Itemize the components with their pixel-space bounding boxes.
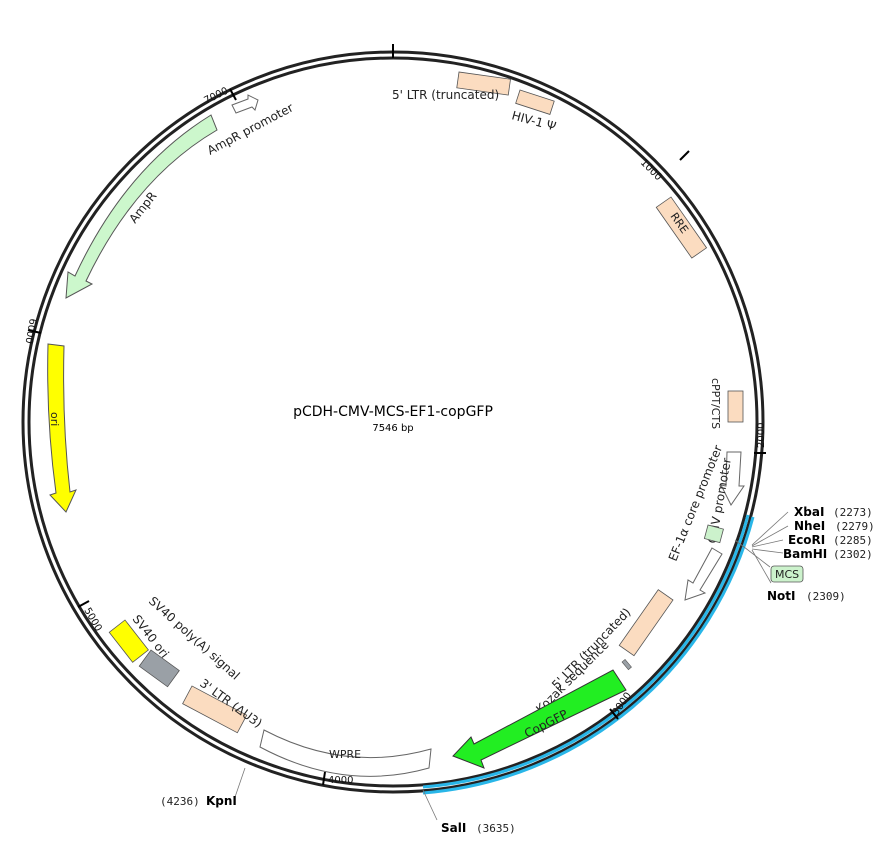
ef1a-promoter-arrow [684, 547, 723, 601]
wpre-feature [259, 729, 432, 777]
tick-6000 [27, 329, 42, 334]
ampr-arrow [65, 114, 218, 299]
restriction-site-sali: SalI (3635) [441, 821, 516, 835]
ampr-promoter-arrow [231, 94, 259, 114]
svg-text:KpnI: KpnI [206, 794, 237, 808]
tick-5000 [77, 600, 90, 608]
ltr5-truncated-top-label: 5' LTR (truncated) [392, 88, 499, 102]
svg-text:(2285): (2285) [833, 534, 873, 547]
svg-text:(2273): (2273) [833, 506, 873, 519]
ltr5-truncated-bottom-feature [618, 589, 674, 657]
tick-4000 [322, 771, 326, 786]
svg-text:(2302): (2302) [833, 548, 873, 561]
restriction-site-nhei: NheI (2279) [794, 519, 875, 533]
ori-arrow [47, 343, 77, 513]
cmv-promoter-arrow [720, 451, 745, 506]
mcs-label: MCS [775, 568, 799, 581]
ltr5-truncated-top-feature [456, 71, 511, 96]
svg-text:SalI: SalI [441, 821, 466, 835]
svg-text:EcoRI: EcoRI [788, 533, 825, 547]
insert-highlight-arc-outer [422, 516, 755, 795]
hiv1-psi-feature [515, 89, 555, 115]
svg-text:NheI: NheI [794, 519, 825, 533]
tick-3000 [609, 708, 619, 720]
plasmid-size: 7546 bp [372, 423, 413, 434]
plasmid-name: pCDH-CMV-MCS-EF1-copGFP [293, 404, 493, 420]
tick-label-4000: 4000 [328, 775, 353, 786]
svg-text:(3635): (3635) [476, 822, 516, 835]
ltr3-feature [182, 685, 248, 734]
copgfp-arrow [452, 669, 627, 769]
svg-text:(2309): (2309) [806, 590, 846, 603]
restriction-site-noti: NotI (2309) [767, 589, 846, 603]
tick-7000 [229, 88, 237, 101]
mcs-feature-box [703, 524, 724, 544]
insert-highlight-arc-inner [422, 514, 750, 789]
wpre-label: WPRE [329, 748, 361, 761]
cppt-cts-label: cPPT/CTS [709, 378, 722, 429]
restriction-site-kpni: (4236) KpnI [160, 794, 237, 808]
svg-text:(2279): (2279) [835, 520, 875, 533]
mcs-label-box: MCS [770, 565, 804, 583]
ampr-promoter-label: AmpR promoter [205, 100, 296, 157]
kozak-feature [621, 659, 632, 671]
mcs-label-bg [770, 565, 804, 583]
tick-label-6000: 6000 [23, 317, 38, 344]
sv40-ori-feature [138, 649, 180, 688]
tick-1000 [679, 150, 690, 161]
svg-text:XbaI: XbaI [794, 505, 824, 519]
cppt-cts-feature [727, 390, 744, 423]
svg-text:BamHI: BamHI [783, 547, 827, 561]
sv40-polya-feature [108, 619, 149, 663]
tick-label-1000: 1000 [638, 157, 664, 183]
rre-feature [655, 196, 708, 259]
ori-label: ori [48, 412, 61, 426]
mcs-leader-lines [233, 511, 789, 821]
restriction-site-xbai: XbaI (2273) [794, 505, 873, 519]
tick-label-2000: 2000 [756, 423, 767, 448]
tick-label-5000: 5000 [81, 606, 103, 634]
restriction-site-ecori: EcoRI (2285) [788, 533, 873, 547]
restriction-site-bamhi: BamHI (2302) [783, 547, 873, 561]
svg-text:(4236): (4236) [160, 795, 200, 808]
svg-text:NotI: NotI [767, 589, 796, 603]
